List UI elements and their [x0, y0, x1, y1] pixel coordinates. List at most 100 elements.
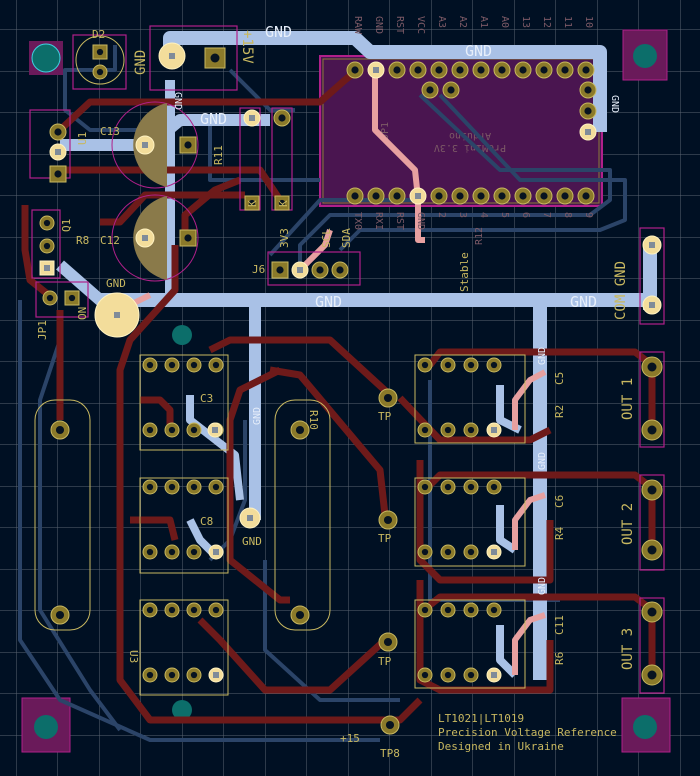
- pad[interactable]: [417, 357, 433, 373]
- pad[interactable]: [274, 195, 290, 211]
- pad[interactable]: [430, 61, 448, 79]
- pad[interactable]: [417, 479, 433, 495]
- pad[interactable]: [409, 61, 427, 79]
- pad[interactable]: [641, 419, 663, 441]
- pad[interactable]: [290, 420, 310, 440]
- pad[interactable]: [463, 479, 479, 495]
- pad[interactable]: [440, 667, 456, 683]
- pad[interactable]: [486, 602, 502, 618]
- pad[interactable]: [39, 215, 55, 231]
- pad[interactable]: [271, 261, 289, 279]
- pad[interactable]: [290, 605, 310, 625]
- pad[interactable]: [42, 290, 58, 306]
- pad[interactable]: [641, 664, 663, 686]
- pad[interactable]: [556, 61, 574, 79]
- pad-highlighted[interactable]: [579, 123, 597, 141]
- pad[interactable]: [142, 479, 158, 495]
- pad-highlighted[interactable]: [367, 61, 385, 79]
- pad-highlighted[interactable]: [642, 235, 662, 255]
- pad-highlighted[interactable]: [208, 544, 224, 560]
- pad[interactable]: [421, 81, 439, 99]
- pad[interactable]: [378, 510, 398, 530]
- pad[interactable]: [380, 715, 400, 735]
- pad[interactable]: [179, 136, 197, 154]
- pad[interactable]: [208, 357, 224, 373]
- pad[interactable]: [331, 261, 349, 279]
- pad[interactable]: [142, 357, 158, 373]
- pad[interactable]: [486, 479, 502, 495]
- pad-highlighted[interactable]: [243, 109, 261, 127]
- pad-highlighted[interactable]: [642, 295, 662, 315]
- pad[interactable]: [346, 187, 364, 205]
- pad[interactable]: [64, 290, 80, 306]
- pad[interactable]: [164, 422, 180, 438]
- pad[interactable]: [186, 357, 202, 373]
- pad[interactable]: [92, 64, 108, 80]
- pad[interactable]: [50, 605, 70, 625]
- pad[interactable]: [378, 388, 398, 408]
- pad[interactable]: [486, 357, 502, 373]
- pad[interactable]: [579, 81, 597, 99]
- pad[interactable]: [417, 544, 433, 560]
- pad[interactable]: [388, 187, 406, 205]
- pad[interactable]: [49, 165, 67, 183]
- pad[interactable]: [39, 238, 55, 254]
- pad[interactable]: [440, 479, 456, 495]
- pad[interactable]: [440, 602, 456, 618]
- pad[interactable]: [514, 61, 532, 79]
- pad-highlighted[interactable]: [49, 143, 67, 161]
- pad[interactable]: [142, 422, 158, 438]
- pad[interactable]: [440, 544, 456, 560]
- pad[interactable]: [463, 357, 479, 373]
- pad[interactable]: [311, 261, 329, 279]
- pad[interactable]: [367, 187, 385, 205]
- pad[interactable]: [417, 422, 433, 438]
- pad[interactable]: [92, 44, 108, 60]
- pad[interactable]: [641, 479, 663, 501]
- pad-highlighted[interactable]: [208, 667, 224, 683]
- pad[interactable]: [50, 420, 70, 440]
- pad[interactable]: [463, 544, 479, 560]
- pad[interactable]: [451, 61, 469, 79]
- pad-highlighted[interactable]: [158, 42, 186, 70]
- pad[interactable]: [164, 602, 180, 618]
- pad-highlighted[interactable]: [239, 507, 261, 529]
- pad[interactable]: [378, 632, 398, 652]
- pad[interactable]: [641, 601, 663, 623]
- pad[interactable]: [430, 187, 448, 205]
- pad[interactable]: [208, 479, 224, 495]
- pad[interactable]: [164, 667, 180, 683]
- pad-highlighted[interactable]: [486, 544, 502, 560]
- pad[interactable]: [493, 61, 511, 79]
- pad[interactable]: [463, 602, 479, 618]
- pad[interactable]: [493, 187, 511, 205]
- pad[interactable]: [535, 61, 553, 79]
- pad[interactable]: [273, 109, 291, 127]
- pad[interactable]: [463, 422, 479, 438]
- pad[interactable]: [142, 602, 158, 618]
- pad-highlighted[interactable]: [486, 667, 502, 683]
- pad[interactable]: [472, 187, 490, 205]
- pad[interactable]: [514, 187, 532, 205]
- pad[interactable]: [204, 47, 226, 69]
- pad[interactable]: [577, 61, 595, 79]
- pad[interactable]: [142, 544, 158, 560]
- pad[interactable]: [186, 479, 202, 495]
- pad-highlighted[interactable]: [486, 422, 502, 438]
- pad[interactable]: [556, 187, 574, 205]
- pad[interactable]: [417, 667, 433, 683]
- pad-highlighted[interactable]: [135, 135, 155, 155]
- pad[interactable]: [186, 602, 202, 618]
- pad[interactable]: [244, 195, 260, 211]
- pad[interactable]: [164, 357, 180, 373]
- pad[interactable]: [579, 102, 597, 120]
- pad-highlighted[interactable]: [207, 422, 223, 438]
- pad[interactable]: [535, 187, 553, 205]
- pad[interactable]: [463, 667, 479, 683]
- pad[interactable]: [164, 479, 180, 495]
- pad[interactable]: [388, 61, 406, 79]
- pad[interactable]: [346, 61, 364, 79]
- pad[interactable]: [142, 667, 158, 683]
